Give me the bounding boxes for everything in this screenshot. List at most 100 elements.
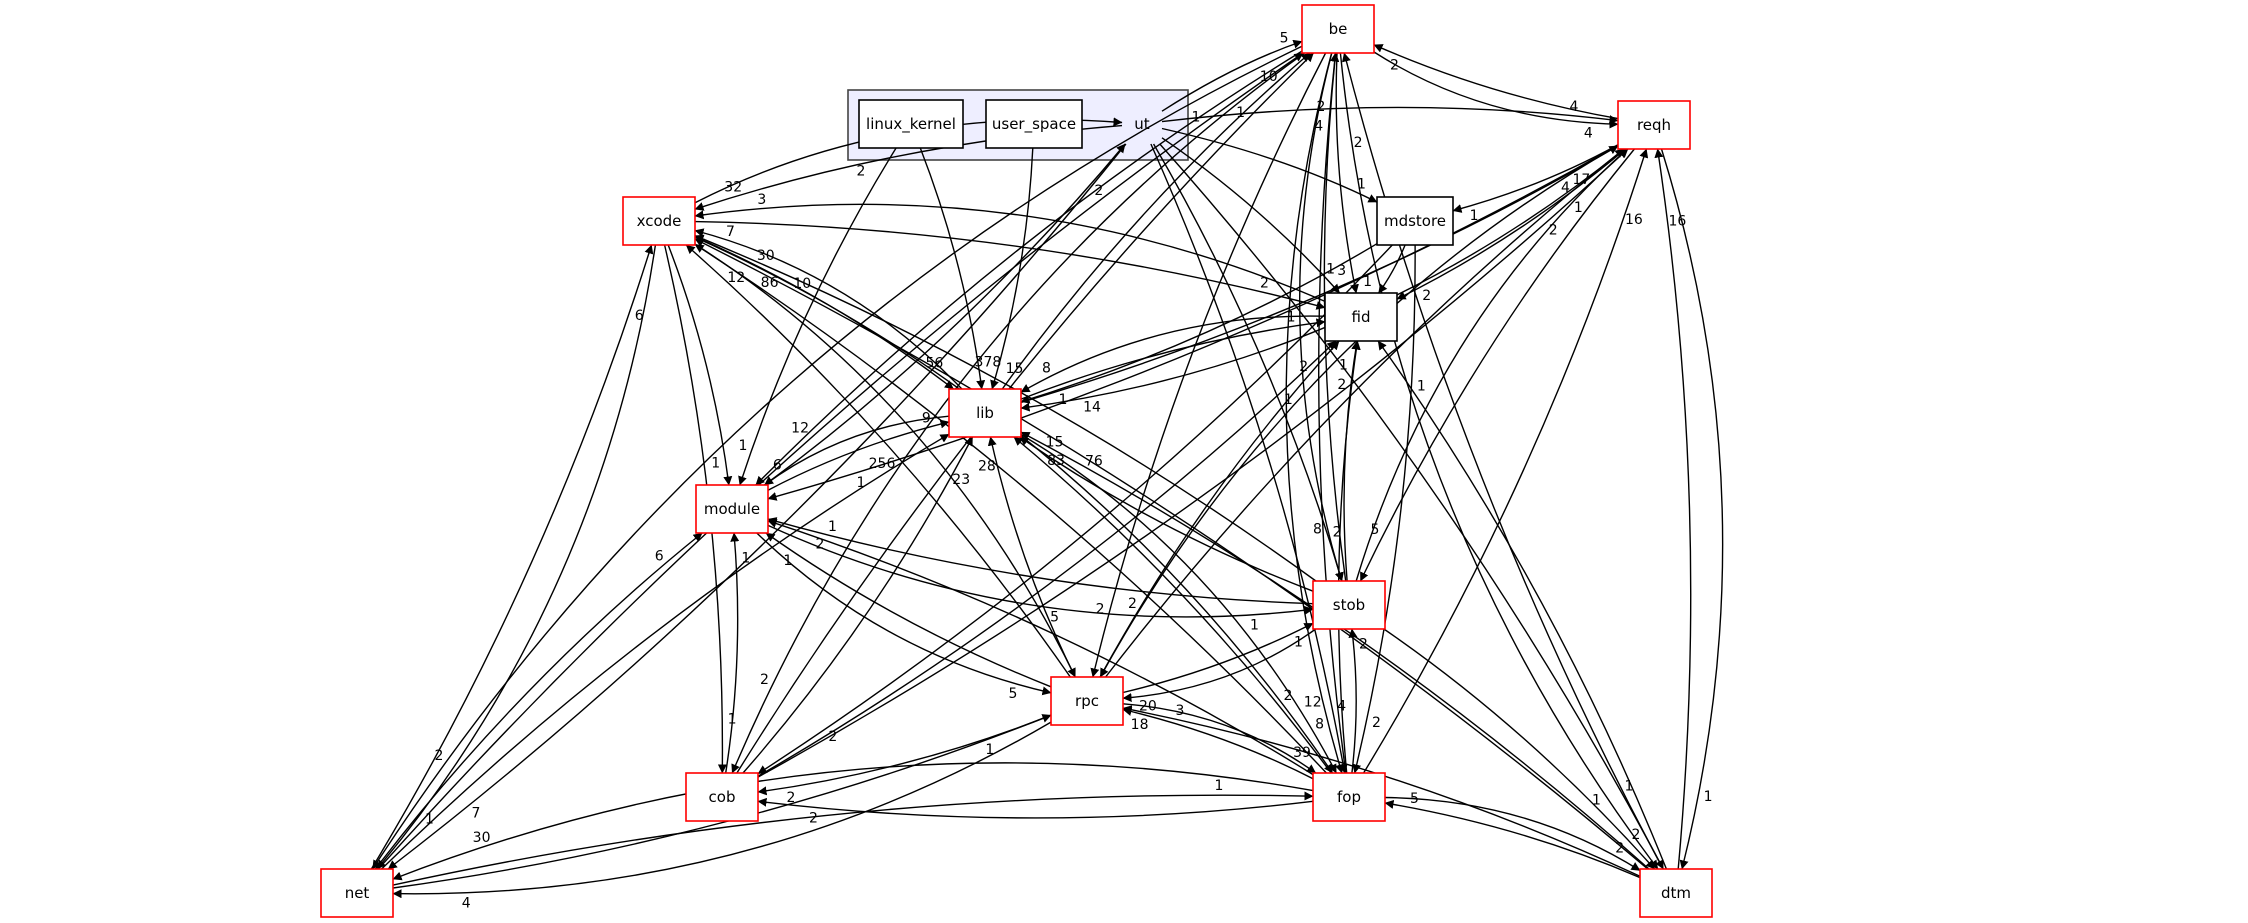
edge-dtm-to-be[interactable] <box>1341 52 1664 870</box>
edge-be-to-net[interactable] <box>372 45 1303 870</box>
edge-net-to-be[interactable] <box>377 52 1304 870</box>
edge-cob-to-lib[interactable] <box>742 436 974 774</box>
edge-lib-to-be[interactable] <box>1001 52 1311 390</box>
edge-rpc-to-cob[interactable] <box>757 714 1052 796</box>
edge-fop-to-fid[interactable] <box>1337 340 1361 774</box>
edge-dtm-to-lib[interactable] <box>1020 431 1650 870</box>
edge-rpc-to-fop[interactable] <box>1122 703 1317 774</box>
edge-module-to-rpc[interactable] <box>756 532 1052 696</box>
edge-xcode-to-module[interactable] <box>667 244 733 486</box>
edge-dtm-to-reqh[interactable] <box>1654 148 1692 870</box>
edge-fop-to-lib[interactable] <box>1013 436 1332 774</box>
edge-lib-to-fid[interactable] <box>1020 318 1326 400</box>
edge-mdstore-to-fop[interactable] <box>1352 244 1416 774</box>
edge-linux_kernel-to-lib[interactable] <box>919 147 986 390</box>
edge-rpc-to-net[interactable] <box>392 721 1052 899</box>
edge-net-to-lib[interactable] <box>381 433 950 870</box>
node-stob[interactable]: stob <box>1312 580 1386 630</box>
edge-stob-to-reqh[interactable] <box>1355 148 1628 582</box>
edge-be-to-cob[interactable] <box>731 52 1305 774</box>
edge-mdstore-to-lib[interactable] <box>1020 243 1378 404</box>
edge-net-to-fop[interactable] <box>392 791 1314 886</box>
edge-rpc-to-xcode[interactable] <box>685 244 1071 678</box>
edge-ut-to-fop[interactable] <box>1150 143 1348 774</box>
edge-be-to-dtm[interactable] <box>1339 52 1659 870</box>
edge-be-to-fid[interactable] <box>1335 52 1359 294</box>
edge-ut-to-be[interactable] <box>1161 39 1303 112</box>
edge-fid-to-lib[interactable] <box>1020 315 1326 393</box>
edge-be-to-fop[interactable] <box>1285 52 1344 774</box>
edge-xcode-to-rpc[interactable] <box>694 243 1076 678</box>
edge-reqh-to-module[interactable] <box>767 144 1619 501</box>
edge-module-to-ut[interactable] <box>764 143 1126 486</box>
edge-reqh-to-stob[interactable] <box>1359 148 1635 582</box>
edge-xcode-to-fop[interactable] <box>694 236 1334 774</box>
edge-mdstore-to-cob[interactable] <box>757 244 1393 775</box>
edge-reqh-to-rpc[interactable] <box>1099 144 1619 678</box>
edge-net-to-xcode[interactable] <box>370 244 654 870</box>
edge-cob-to-module[interactable] <box>725 532 740 774</box>
edge-fop-to-reqh[interactable] <box>1363 148 1649 774</box>
node-cob[interactable]: cob <box>685 772 759 822</box>
edge-fid-to-xcode[interactable] <box>694 203 1326 303</box>
edge-reqh-to-lib[interactable] <box>1020 148 1625 412</box>
node-fid[interactable]: fid <box>1324 292 1398 342</box>
edge-be-to-module[interactable] <box>755 50 1303 486</box>
node-module[interactable]: module <box>695 484 769 534</box>
node-be[interactable]: be <box>1301 4 1375 54</box>
edge-stob-to-rpc[interactable] <box>1122 628 1317 703</box>
edge-fop-to-be[interactable] <box>1318 52 1347 774</box>
edge-ut-to-mdstore[interactable] <box>1161 127 1378 203</box>
edge-rpc-to-stob[interactable] <box>1122 622 1314 694</box>
edge-reqh-to-dtm[interactable] <box>1660 148 1724 870</box>
node-user_space[interactable]: user_space <box>985 99 1083 149</box>
edge-stob-to-dtm[interactable] <box>1383 628 1656 870</box>
node-mdstore[interactable]: mdstore <box>1376 196 1454 246</box>
edge-rpc-to-lib[interactable] <box>987 436 1076 678</box>
edge-lib-to-module[interactable] <box>764 415 950 486</box>
node-xcode[interactable]: xcode <box>622 196 696 246</box>
edge-ut-to-reqh[interactable] <box>1161 106 1619 125</box>
edge-xcode-to-lib[interactable] <box>694 236 954 390</box>
node-lib[interactable]: lib <box>948 388 1022 438</box>
edge-lib-to-fop[interactable] <box>1020 433 1337 774</box>
edge-stob-to-lib[interactable] <box>1019 436 1314 592</box>
edge-stob-to-module[interactable] <box>767 517 1314 605</box>
edge-fop-to-stob[interactable] <box>1348 628 1358 774</box>
edge-dtm-to-fop[interactable] <box>1384 799 1641 879</box>
edge-xcode-to-net[interactable] <box>376 244 657 870</box>
edge-fop-to-cob[interactable] <box>757 797 1314 819</box>
node-linux_kernel[interactable]: linux_kernel <box>858 99 964 149</box>
edge-cob-to-fid[interactable] <box>757 340 1337 777</box>
edge-be-to-stob[interactable] <box>1298 52 1344 582</box>
edge-user_space-to-lib[interactable] <box>990 147 1034 390</box>
edge-fop-to-rpc[interactable] <box>1122 707 1314 780</box>
edge-module-to-stob[interactable] <box>767 524 1314 618</box>
edge-cob-to-be[interactable] <box>736 52 1314 774</box>
edge-reqh-to-fid[interactable] <box>1396 148 1626 300</box>
edge-stob-to-fid[interactable] <box>1343 340 1361 582</box>
node-rpc[interactable]: rpc <box>1050 676 1124 726</box>
edge-reqh-to-be[interactable] <box>1373 44 1619 120</box>
edge-dtm-to-fid[interactable] <box>1377 340 1668 870</box>
edge-dtm-to-xcode[interactable] <box>694 238 1649 870</box>
node-fop[interactable]: fop <box>1312 772 1386 822</box>
edge-xcode-to-fid[interactable] <box>694 220 1326 310</box>
edge-lib-to-reqh[interactable] <box>1020 145 1619 404</box>
edge-ut-to-net[interactable] <box>387 143 1127 870</box>
edge-cob-to-reqh[interactable] <box>757 148 1629 778</box>
edge-fop-to-net[interactable] <box>392 762 1314 881</box>
edge-lib-to-xcode[interactable] <box>694 228 963 390</box>
edge-fop-to-dtm[interactable] <box>1384 796 1641 872</box>
node-net[interactable]: net <box>320 868 394 918</box>
node-reqh[interactable]: reqh <box>1617 100 1691 150</box>
edge-dtm-to-rpc[interactable] <box>1122 705 1641 877</box>
edge-fop-to-xcode[interactable] <box>694 243 1327 774</box>
edge-linux_kernel-to-module[interactable] <box>738 147 897 486</box>
edge-reqh-to-mdstore[interactable] <box>1452 144 1619 213</box>
edge-rpc-to-module[interactable] <box>765 532 1052 688</box>
edge-net-to-module[interactable] <box>374 532 703 870</box>
edge-ut-to-fid[interactable] <box>1161 137 1341 294</box>
edge-be-to-rpc[interactable] <box>1090 52 1327 678</box>
edge-be-to-reqh[interactable] <box>1373 51 1619 129</box>
